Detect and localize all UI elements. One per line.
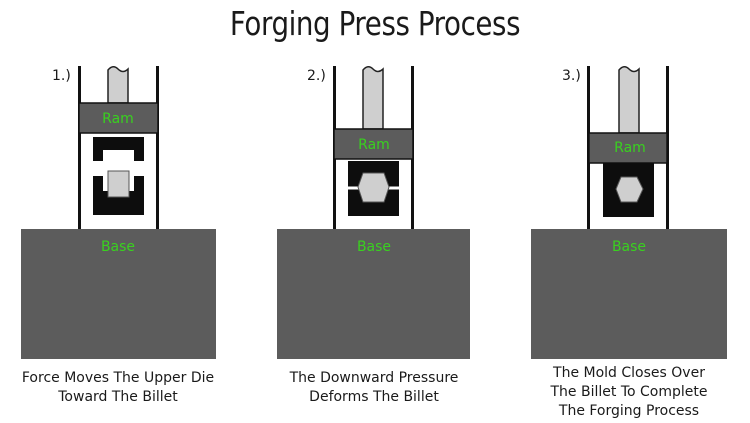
panel-1: Base Ram (21, 66, 216, 359)
press-base (531, 229, 727, 359)
ram-block (588, 132, 668, 164)
ram-block (78, 102, 159, 134)
caption-line: Toward The Billet (58, 389, 178, 405)
upper-die (93, 137, 144, 161)
ram-label: Ram (614, 140, 646, 156)
billet (357, 172, 390, 203)
ram-block (333, 128, 414, 160)
step-caption: The Downward Pressure Deforms The Billet (249, 369, 499, 407)
ram-label: Ram (102, 111, 134, 127)
ram-rod (618, 66, 640, 134)
step-caption: The Mold Closes Over The Billet To Compl… (504, 364, 750, 421)
step-number: 3.) (562, 68, 581, 84)
caption-line: The Mold Closes Over (553, 365, 705, 381)
caption-line: The Downward Pressure (289, 370, 459, 386)
caption-line: The Billet To Complete (550, 384, 708, 400)
base-label: Base (101, 239, 135, 255)
diagram-title: Forging Press Process (229, 4, 521, 43)
ram-rod (107, 66, 129, 104)
caption-line: Deforms The Billet (309, 389, 439, 405)
billet (107, 170, 130, 198)
base-label: Base (357, 239, 391, 255)
ram-label: Ram (358, 137, 390, 153)
caption-line: The Forging Process (558, 403, 700, 419)
base-label: Base (612, 239, 646, 255)
step-number: 2.) (307, 68, 326, 84)
caption-line: Force Moves The Upper Die (21, 370, 215, 386)
panel-3: Base Ram (531, 66, 727, 359)
step-number: 1.) (52, 68, 71, 84)
step-caption: Force Moves The Upper Die Toward The Bil… (0, 369, 243, 407)
press-base (21, 229, 216, 359)
billet (615, 176, 644, 203)
panel-2: Base Ram (277, 66, 470, 359)
ram-rod (362, 66, 384, 130)
press-base (277, 229, 470, 359)
